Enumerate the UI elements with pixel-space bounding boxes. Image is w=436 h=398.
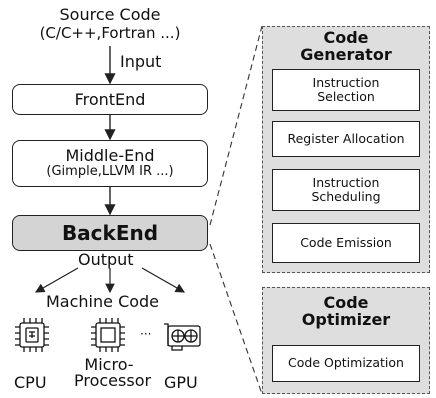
code-generator-title: Code Generator xyxy=(262,28,430,64)
output-label: Output xyxy=(78,250,134,269)
zoom-line-bottom xyxy=(209,243,263,395)
microprocessor-label-line1: Micro- xyxy=(84,355,134,374)
gpu-card-icon xyxy=(164,323,201,351)
ellipsis-label: ··· xyxy=(140,327,152,341)
step-label: Code Optimization xyxy=(288,355,404,371)
microprocessor-label: Micro- Processor xyxy=(74,355,152,390)
step-code-emission: Code Emission xyxy=(272,223,420,263)
cpu-chip-icon xyxy=(15,318,49,352)
step-label: Instruction xyxy=(312,74,380,90)
step-instruction-scheduling: Instruction Scheduling xyxy=(272,169,420,211)
cpu-label: CPU xyxy=(14,373,47,392)
step-code-optimization: Code Optimization xyxy=(272,345,420,382)
machine-code-label: Machine Code xyxy=(46,292,160,311)
microprocessor-label-line2: Processor xyxy=(74,371,152,390)
code-optimizer-title-line1: Code xyxy=(323,293,369,312)
backend-label: BackEnd xyxy=(61,221,159,245)
step-label: Instruction xyxy=(312,174,380,190)
arrow-output-right xyxy=(141,267,186,293)
step-label: Register Allocation xyxy=(287,130,405,146)
arrow-output-left xyxy=(34,267,79,293)
code-optimizer-title-line2: Optimizer xyxy=(301,309,391,329)
middle-end-examples: (Gimple,LLVM IR ...) xyxy=(46,164,174,180)
source-code-languages: (C/C++,Fortran ...) xyxy=(39,23,181,42)
frontend-box: FrontEnd xyxy=(12,84,208,115)
step-label: Code Emission xyxy=(300,234,392,250)
gpu-label: GPU xyxy=(164,373,198,392)
step-instruction-selection: Instruction Selection xyxy=(272,69,420,111)
source-code-label: Source Code xyxy=(59,5,161,24)
step-register-allocation: Register Allocation xyxy=(272,121,420,157)
code-generator-title-line1: Code xyxy=(323,28,369,47)
microprocessor-chip-icon xyxy=(91,318,125,352)
step-label: Scheduling xyxy=(311,189,381,204)
middle-end-label: Middle-End xyxy=(65,145,155,165)
source-code-title: Source Code (C/C++,Fortran ...) xyxy=(20,5,200,42)
backend-box: BackEnd xyxy=(12,215,208,251)
code-generator-title-line2: Generator xyxy=(300,44,392,64)
code-optimizer-title: Code Optimizer xyxy=(262,293,430,329)
input-label: Input xyxy=(120,52,162,71)
frontend-label: FrontEnd xyxy=(74,90,146,109)
middle-end-box: Middle-End (Gimple,LLVM IR ...) xyxy=(12,140,208,187)
step-label: Selection xyxy=(317,89,375,104)
zoom-line-top xyxy=(209,25,263,226)
